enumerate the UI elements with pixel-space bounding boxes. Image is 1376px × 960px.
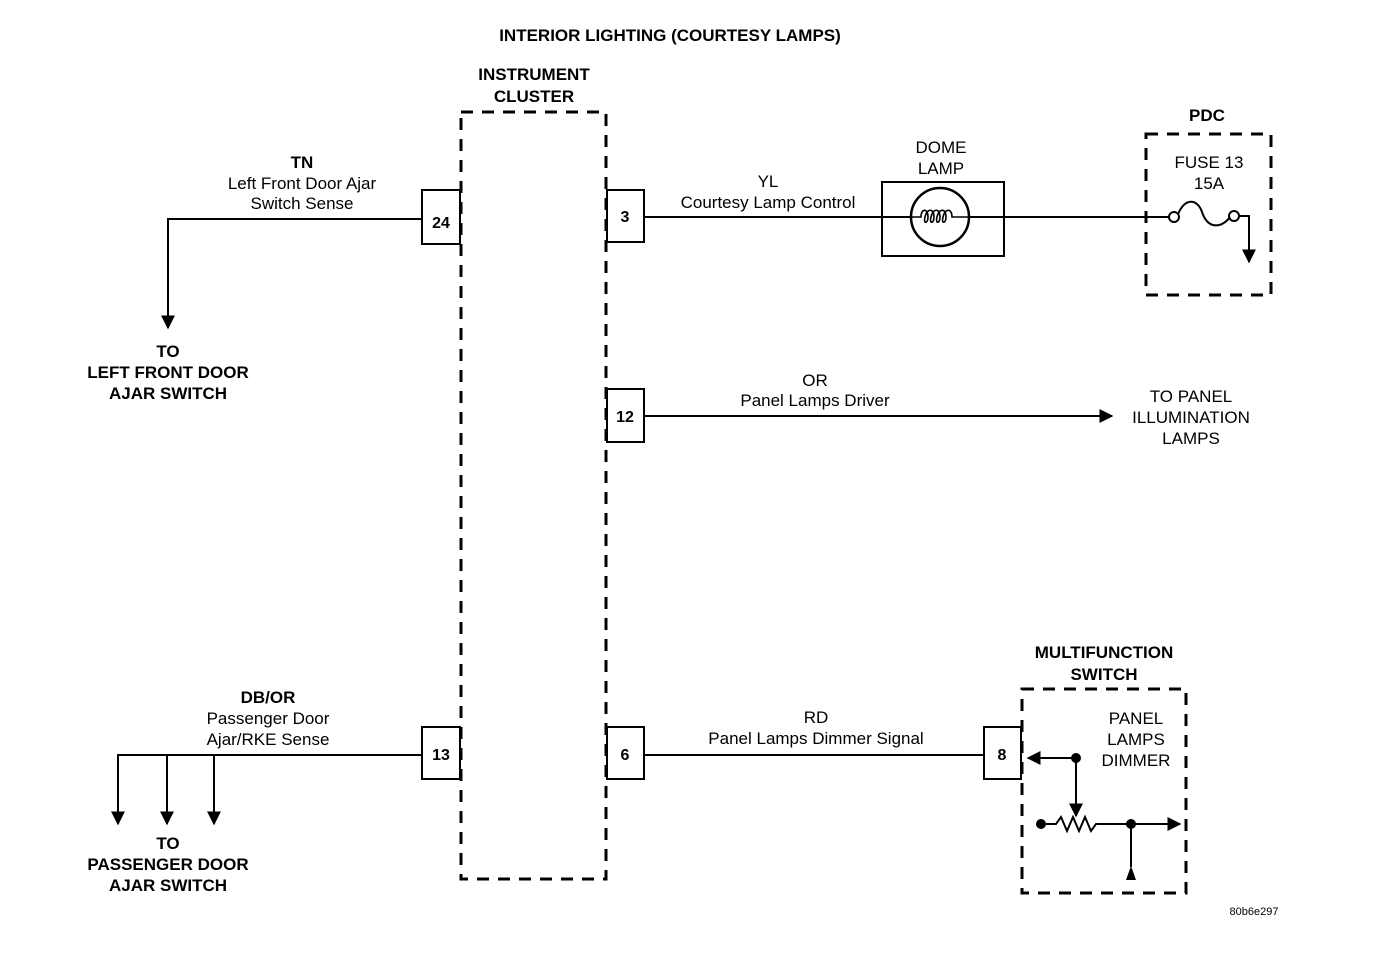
fuse-label-1: FUSE 13 bbox=[1175, 153, 1244, 172]
dest-passenger-3: AJAR SWITCH bbox=[109, 876, 227, 895]
dest-left-front-1: TO bbox=[156, 342, 179, 361]
dest-left-front-2: LEFT FRONT DOOR bbox=[87, 363, 248, 382]
instrument-cluster: INSTRUMENT CLUSTER bbox=[459, 65, 608, 881]
dimmer-label-2: LAMPS bbox=[1107, 730, 1165, 749]
potentiometer-icon bbox=[1046, 814, 1131, 834]
pin-8-label: 8 bbox=[998, 747, 1007, 764]
multifunction-switch: MULTIFUNCTION SWITCH PANEL LAMPS DIMMER bbox=[1020, 643, 1188, 895]
dest-passenger-2: PASSENGER DOOR bbox=[87, 855, 248, 874]
dome-lamp: DOME LAMP bbox=[881, 138, 1005, 257]
pin-3-label: 3 bbox=[621, 209, 630, 226]
pdc-label: PDC bbox=[1189, 106, 1225, 125]
wire-color-dbor: DB/OR bbox=[241, 688, 296, 707]
wire-color-or: OR bbox=[802, 371, 828, 390]
figure-id: 80b6e297 bbox=[1230, 906, 1279, 918]
instrument-cluster-label-2: CLUSTER bbox=[494, 87, 574, 106]
pin-6-box bbox=[606, 726, 645, 780]
dome-lamp-label-1: DOME bbox=[916, 138, 967, 157]
dest-panel-illum-1: TO PANEL bbox=[1150, 387, 1233, 406]
instrument-cluster-label-1: INSTRUMENT bbox=[478, 65, 590, 84]
pin-6-label: 6 bbox=[621, 747, 630, 764]
resistor-terminal-dot bbox=[1036, 819, 1046, 829]
dimmer-label-3: DIMMER bbox=[1102, 751, 1171, 770]
wire-desc-rd: Panel Lamps Dimmer Signal bbox=[708, 729, 923, 748]
circuit-tn: TN Left Front Door Ajar Switch Sense 24 … bbox=[87, 153, 461, 403]
wire-color-tn: TN bbox=[291, 153, 314, 172]
dome-lamp-label-2: LAMP bbox=[918, 159, 964, 178]
pdc-outline bbox=[1144, 132, 1273, 297]
fuse-icon bbox=[1177, 200, 1231, 227]
fuse-terminal-left bbox=[1168, 211, 1180, 223]
pin-12-box bbox=[606, 388, 645, 443]
wire-desc-dbor-2: Ajar/RKE Sense bbox=[207, 730, 330, 749]
fuse-label-2: 15A bbox=[1194, 174, 1225, 193]
wire-desc-or: Panel Lamps Driver bbox=[740, 391, 890, 410]
multifunction-switch-outline bbox=[1020, 687, 1188, 895]
pin-24-label: 24 bbox=[432, 215, 450, 232]
pin-12-label: 12 bbox=[616, 409, 634, 426]
circuit-dbor: DB/OR Passenger Door Ajar/RKE Sense 13 T… bbox=[87, 688, 461, 895]
lamp-filament-icon bbox=[911, 209, 969, 224]
circuit-or: OR Panel Lamps Driver 12 TO PANEL ILLUMI… bbox=[606, 371, 1250, 448]
fuse-output-wire bbox=[1239, 215, 1256, 264]
pin-13-box bbox=[421, 726, 461, 780]
wire-desc-yl: Courtesy Lamp Control bbox=[681, 193, 856, 212]
multifunction-switch-label-2: SWITCH bbox=[1070, 665, 1137, 684]
wire-desc-tn-2: Switch Sense bbox=[251, 194, 354, 213]
fuse-terminal-right bbox=[1228, 210, 1240, 222]
wire-color-yl: YL bbox=[758, 172, 779, 191]
pin-3-box bbox=[606, 189, 645, 243]
wire-desc-tn-1: Left Front Door Ajar bbox=[228, 174, 377, 193]
dest-passenger-1: TO bbox=[156, 834, 179, 853]
dimmer-label-1: PANEL bbox=[1109, 709, 1164, 728]
pin-13-label: 13 bbox=[432, 747, 450, 764]
dest-panel-illum-2: ILLUMINATION bbox=[1132, 408, 1250, 427]
multifunction-switch-label-1: MULTIFUNCTION bbox=[1035, 643, 1174, 662]
wire-color-rd: RD bbox=[804, 708, 829, 727]
pin-8-box bbox=[983, 726, 1022, 780]
up-arrow-icon bbox=[1126, 866, 1136, 880]
dest-panel-illum-3: LAMPS bbox=[1162, 429, 1220, 448]
wire-desc-dbor-1: Passenger Door bbox=[207, 709, 330, 728]
circuit-rd: RD Panel Lamps Dimmer Signal 6 8 bbox=[606, 708, 1022, 780]
wire-tn bbox=[161, 218, 422, 330]
pdc: PDC FUSE 13 15A bbox=[1144, 106, 1273, 297]
diagram-title: INTERIOR LIGHTING (COURTESY LAMPS) bbox=[499, 26, 841, 45]
wire-dbor-branch-1 bbox=[111, 754, 422, 826]
pin-24-box bbox=[421, 189, 461, 245]
dest-left-front-3: AJAR SWITCH bbox=[109, 384, 227, 403]
circuit-yl: YL Courtesy Lamp Control 3 bbox=[606, 172, 1172, 243]
instrument-cluster-outline bbox=[459, 110, 608, 881]
